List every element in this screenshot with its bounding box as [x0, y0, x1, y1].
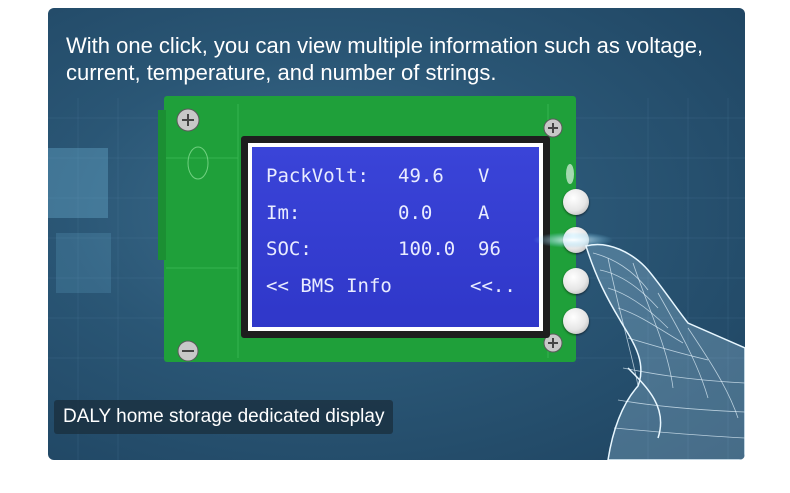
- lcd-label: PackVolt:: [266, 165, 369, 187]
- lcd-row-current: Im: 0.0 A: [266, 202, 525, 232]
- screw-icon: [177, 340, 199, 362]
- lcd-menu-right: <<..: [470, 275, 516, 297]
- screw-icon: [176, 108, 200, 132]
- lcd-menu-left: << BMS Info: [266, 275, 392, 297]
- lcd-display: PackVolt: 49.6 V Im: 0.0 A SOC: 100.0 96…: [241, 136, 550, 338]
- product-banner: With one click, you can view multiple in…: [48, 8, 745, 460]
- lcd-unit: V: [478, 165, 490, 187]
- lcd-label: Im:: [266, 202, 301, 224]
- lcd-value: 100.0: [398, 238, 456, 260]
- lcd-row-pack-voltage: PackVolt: 49.6 V: [266, 165, 525, 195]
- lcd-label: SOC:: [266, 238, 312, 260]
- lcd-row-menu: << BMS Info <<..: [266, 275, 525, 305]
- lcd-unit: 96: [478, 238, 501, 260]
- hand-wireframe-icon: [533, 232, 745, 460]
- lcd-unit: A: [478, 202, 490, 224]
- headline-text: With one click, you can view multiple in…: [66, 33, 704, 85]
- lcd-value: 0.0: [398, 202, 433, 224]
- caption-label: DALY home storage dedicated display: [54, 400, 394, 434]
- lcd-value: 49.6: [398, 165, 444, 187]
- screw-icon: [543, 118, 563, 138]
- lcd-row-soc: SOC: 100.0 96: [266, 238, 525, 268]
- lcd-screen: PackVolt: 49.6 V Im: 0.0 A SOC: 100.0 96…: [252, 147, 539, 327]
- screw-icon: [543, 333, 563, 353]
